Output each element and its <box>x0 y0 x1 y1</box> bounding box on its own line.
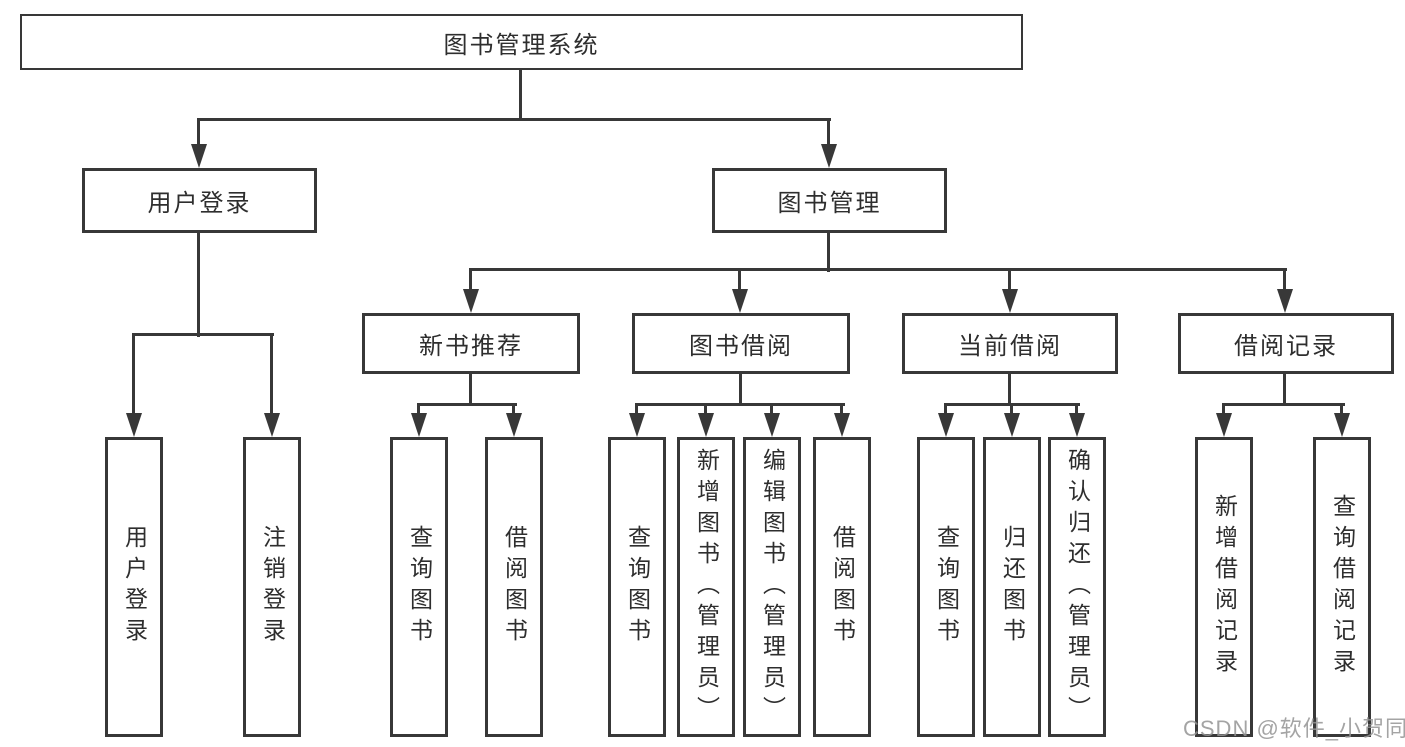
node-current-borrowing: 当前借阅 <box>902 313 1118 374</box>
node-book-borrowing: 图书借阅 <box>632 313 850 374</box>
node-book-management: 图书管理 <box>712 168 947 233</box>
arrowhead-icon <box>506 413 522 437</box>
node-user-login: 用户登录 <box>82 168 317 233</box>
arrowhead-icon <box>834 413 850 437</box>
connector-line <box>417 403 517 406</box>
connector-line <box>417 405 420 415</box>
arrowhead-icon <box>264 413 280 437</box>
leaf-cb-confirm-return-admin: 确认归还（管理员） <box>1048 437 1106 737</box>
leaf-br-add-record: 新增借阅记录 <box>1195 437 1253 737</box>
connector-line <box>1008 374 1011 406</box>
arrowhead-icon <box>938 413 954 437</box>
connector-line <box>197 118 831 121</box>
leaf-label: 查询图书 <box>624 525 651 649</box>
connector-line <box>1010 405 1013 415</box>
connector-line <box>944 403 1080 406</box>
leaf-label: 用户登录 <box>121 525 148 649</box>
arrowhead-icon <box>1002 289 1018 313</box>
connector-line <box>738 270 741 291</box>
leaf-nb-borrow-books: 借阅图书 <box>485 437 543 737</box>
connector-line <box>1008 270 1011 291</box>
leaf-label: 查询借阅记录 <box>1329 494 1356 680</box>
connector-line <box>840 405 843 415</box>
leaf-label: 注销登录 <box>259 525 286 649</box>
connector-line <box>512 405 515 415</box>
leaf-label: 新增借阅记录 <box>1211 494 1238 680</box>
connector-line <box>197 233 200 337</box>
node-label: 新书推荐 <box>419 333 523 360</box>
node-new-book-recommend: 新书推荐 <box>362 313 580 374</box>
arrowhead-icon <box>764 413 780 437</box>
leaf-user-login: 用户登录 <box>105 437 163 737</box>
connector-line <box>1283 374 1286 406</box>
connector-line <box>197 120 200 146</box>
leaf-bb-borrow-books: 借阅图书 <box>813 437 871 737</box>
leaf-br-query-record: 查询借阅记录 <box>1313 437 1371 737</box>
leaf-bb-query-books: 查询图书 <box>608 437 666 737</box>
leaf-cb-return-books: 归还图书 <box>983 437 1041 737</box>
node-library-management-system: 图书管理系统 <box>20 14 1023 70</box>
connector-line <box>827 233 830 272</box>
node-label: 用户登录 <box>147 190 252 217</box>
connector-line <box>944 405 947 415</box>
arrowhead-icon <box>1334 413 1350 437</box>
arrowhead-icon <box>1004 413 1020 437</box>
connector-line <box>519 70 522 120</box>
leaf-bb-edit-books-admin: 编辑图书（管理员） <box>743 437 801 737</box>
arrowhead-icon <box>191 144 207 168</box>
arrowhead-icon <box>1069 413 1085 437</box>
node-label: 当前借阅 <box>958 333 1062 360</box>
connector-line <box>770 405 773 415</box>
leaf-bb-add-books-admin: 新增图书（管理员） <box>677 437 735 737</box>
connector-line <box>469 374 472 406</box>
arrowhead-icon <box>1277 289 1293 313</box>
leaf-label: 查询图书 <box>933 525 960 649</box>
arrowhead-icon <box>698 413 714 437</box>
arrowhead-icon <box>463 289 479 313</box>
connector-line <box>469 270 472 291</box>
leaf-nb-query-books: 查询图书 <box>390 437 448 737</box>
node-label: 图书借阅 <box>689 333 793 360</box>
connector-line <box>704 405 707 415</box>
connector-line <box>1283 270 1286 291</box>
arrowhead-icon <box>732 289 748 313</box>
leaf-label: 借阅图书 <box>501 525 528 649</box>
node-label: 图书管理系统 <box>443 31 600 59</box>
leaf-label: 归还图书 <box>999 525 1026 649</box>
connector-line <box>635 405 638 415</box>
leaf-logout: 注销登录 <box>243 437 301 737</box>
connector-line <box>635 403 845 406</box>
connector-line <box>739 374 742 406</box>
connector-line <box>827 120 830 146</box>
leaf-label: 确认归还（管理员） <box>1064 447 1091 727</box>
arrowhead-icon <box>1216 413 1232 437</box>
node-label: 借阅记录 <box>1234 333 1338 360</box>
arrowhead-icon <box>821 144 837 168</box>
connector-line <box>1222 403 1345 406</box>
connector-line <box>1075 405 1078 415</box>
node-label: 图书管理 <box>777 190 882 217</box>
arrowhead-icon <box>629 413 645 437</box>
arrowhead-icon <box>411 413 427 437</box>
connector-line <box>132 335 135 415</box>
connector-line <box>132 333 274 336</box>
leaf-label: 编辑图书（管理员） <box>759 447 786 727</box>
csdn-watermark: CSDN @软件_小贺同学 <box>1183 716 1405 741</box>
connector-line <box>1222 405 1225 415</box>
connector-line <box>1340 405 1343 415</box>
leaf-cb-query-books: 查询图书 <box>917 437 975 737</box>
leaf-label: 借阅图书 <box>829 525 856 649</box>
leaf-label: 新增图书（管理员） <box>693 447 720 727</box>
connector-line <box>469 268 1287 271</box>
connector-line <box>270 335 273 415</box>
leaf-label: 查询图书 <box>406 525 433 649</box>
node-borrow-records: 借阅记录 <box>1178 313 1394 374</box>
arrowhead-icon <box>126 413 142 437</box>
